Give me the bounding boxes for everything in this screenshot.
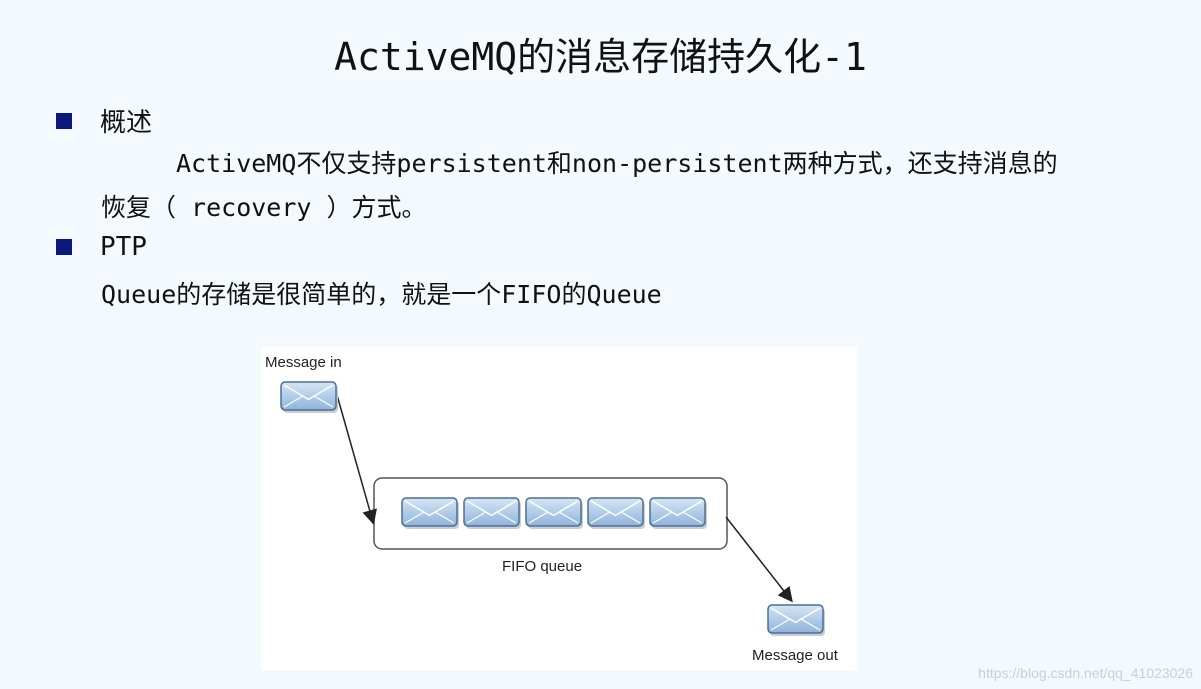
slide-title: ActiveMQ的消息存储持久化-1 [334, 35, 867, 79]
section-heading-overview: 概述 [100, 108, 153, 138]
queue-envelope-icon [649, 497, 707, 529]
fifo-queue-label: FIFO queue [502, 558, 583, 575]
queue-envelope-icon [401, 497, 459, 529]
message-out-label: Message out [752, 647, 838, 664]
message-in-envelope-icon [280, 381, 338, 413]
message-out-envelope-icon [767, 604, 825, 636]
section-heading-ptp: PTP [100, 232, 147, 262]
watermark: https://blog.csdn.net/qq_41023026 [978, 665, 1193, 681]
overview-line-1: ActiveMQ不仅支持persistent和non-persistent两种方… [176, 149, 1058, 178]
overview-line-2: 恢复（ recovery ）方式。 [101, 193, 427, 222]
queue-envelope-icon [587, 497, 645, 529]
square-bullet-icon [56, 239, 72, 255]
fifo-queue-diagram: Message in FIFO queue Message out [261, 347, 857, 670]
section-overview: 概述 [56, 102, 152, 139]
square-bullet-icon [56, 112, 72, 129]
diagram-canvas [280, 381, 825, 636]
arrow-out [725, 516, 793, 603]
queue-envelope-icon [463, 497, 521, 529]
message-in-label: Message in [265, 354, 342, 371]
section-ptp: PTP [56, 232, 147, 262]
queue-envelope-icon [525, 497, 583, 529]
ptp-line-1: Queue的存储是很简单的，就是一个FIFO的Queue [101, 280, 662, 309]
envelopes-group [280, 381, 825, 636]
arrow-in [336, 394, 377, 525]
